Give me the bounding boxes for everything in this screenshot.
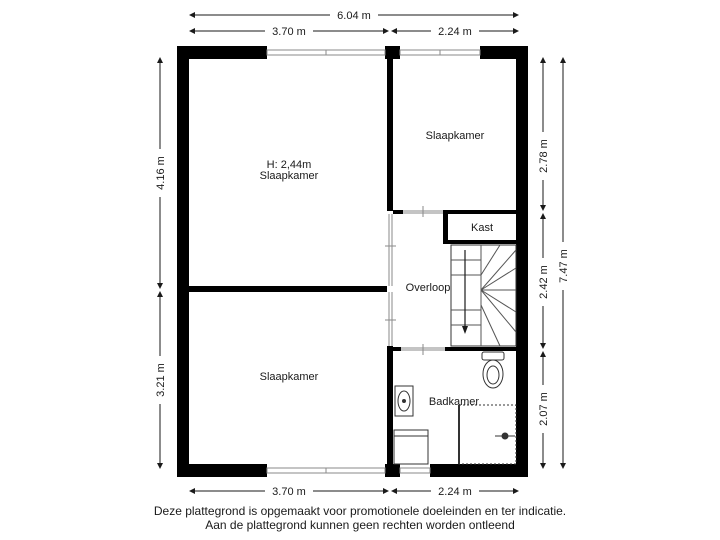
bathroom-fixtures: [393, 351, 517, 465]
disclaimer-line-1: Deze plattegrond is opgemaakt voor promo…: [153, 504, 567, 518]
dim-left-upper: 4.16 m: [155, 156, 167, 190]
room-label-landing: Overloop: [406, 282, 451, 294]
dim-top-left: 3.70 m: [272, 26, 306, 38]
shower-icon: [458, 404, 517, 465]
dimension-lines: [157, 12, 566, 494]
room-label-bathroom: Badkamer: [429, 396, 479, 408]
dim-top-total: 6.04 m: [337, 10, 371, 22]
disclaimer-line-2: Aan de plattegrond kunnen geen rechten w…: [205, 518, 515, 532]
dim-right-total: 7.47 m: [558, 249, 570, 283]
room-label-bedroom-top-right: Slaapkamer: [426, 130, 485, 142]
door-openings: [385, 206, 445, 355]
toilet-icon: [481, 351, 505, 389]
dim-left-lower: 3.21 m: [155, 363, 167, 397]
dimension-labels: 6.04 m 3.70 m 2.24 m 3.70 m 2.24 m 4.16 …: [153, 8, 570, 498]
room-label-storage: Kast: [471, 222, 493, 234]
windows: [266, 49, 481, 474]
room-label-bedroom-bottom: Slaapkamer: [260, 371, 319, 383]
dim-bottom-right: 2.24 m: [438, 486, 472, 498]
height-note: H: 2,44m: [267, 159, 312, 171]
dim-top-right: 2.24 m: [438, 26, 472, 38]
staircase: [450, 244, 517, 347]
washbasin-icon: [394, 385, 414, 417]
walls: [177, 46, 528, 477]
dim-right-c: 2.07 m: [538, 392, 550, 426]
room-labels: H: 2,44m Slaapkamer Slaapkamer Kast Over…: [260, 130, 493, 408]
dim-right-b: 2.42 m: [538, 265, 550, 299]
room-label-bedroom-large: Slaapkamer: [260, 170, 319, 182]
dim-right-a: 2.78 m: [538, 139, 550, 173]
bathtub-icon: [393, 429, 429, 465]
dim-bottom-left: 3.70 m: [272, 486, 306, 498]
